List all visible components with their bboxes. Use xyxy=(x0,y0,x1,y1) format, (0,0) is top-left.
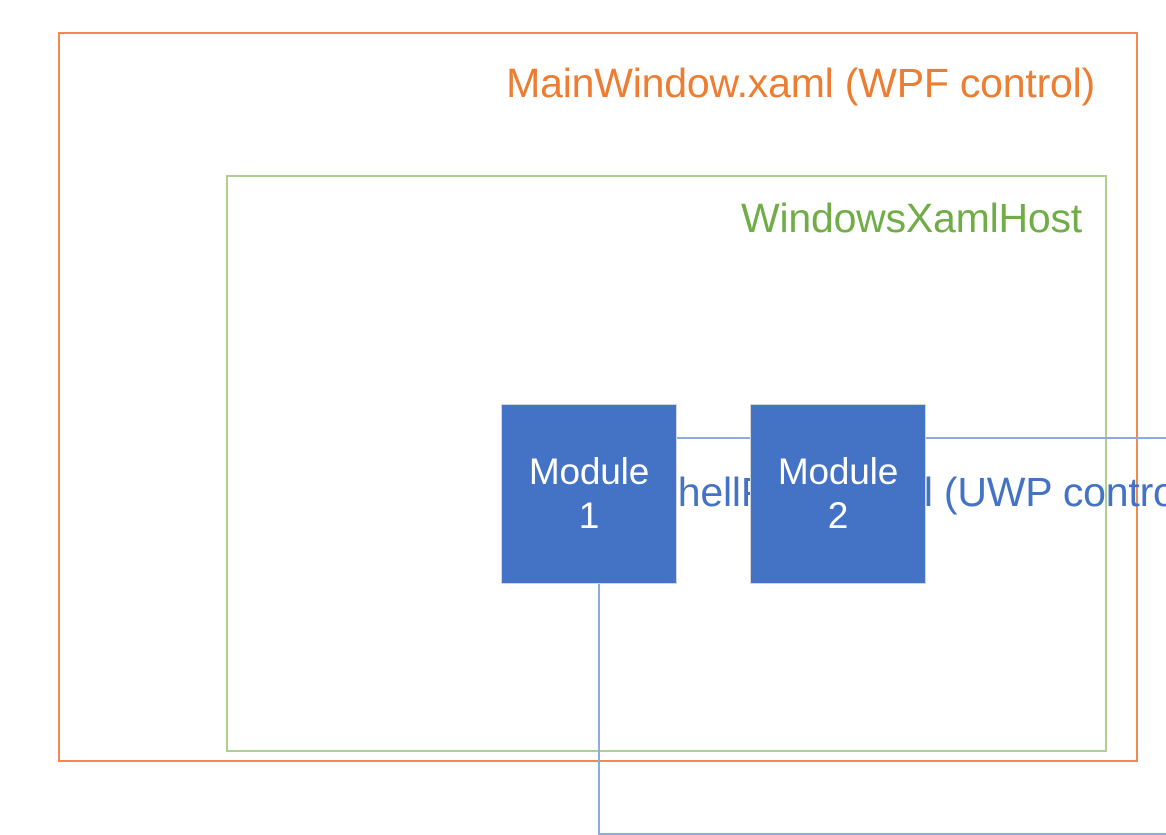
diagram-canvas: MainWindow.xaml (WPF control) WindowsXam… xyxy=(58,32,1166,835)
module-block-2-name: Module xyxy=(777,451,899,493)
module-block-1-name: Module xyxy=(528,451,650,493)
module-block-1: Module 1 xyxy=(501,404,677,584)
module-block-2: Module 2 xyxy=(750,404,926,584)
module-block-1-number: 1 xyxy=(578,495,600,536)
layer-windowsxamlhost-label: WindowsXamlHost xyxy=(740,195,1082,241)
module-block-2-number: 2 xyxy=(827,495,849,536)
layer-mainwindow-wpf: MainWindow.xaml (WPF control) WindowsXam… xyxy=(58,32,1166,835)
layer-mainwindow-label: MainWindow.xaml (WPF control) xyxy=(506,60,1095,106)
